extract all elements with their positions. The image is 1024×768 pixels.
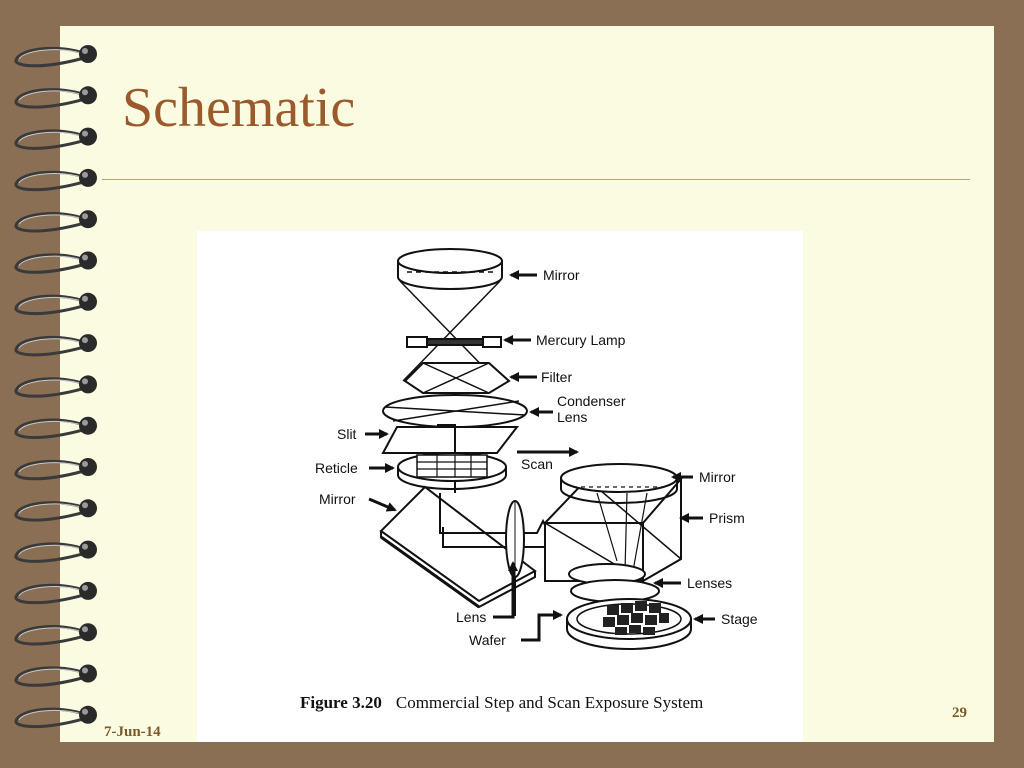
spiral-ring [14, 127, 97, 150]
step-and-scan-schematic: Mirror Mercury Lamp Filter Condenser Len… [315, 248, 758, 650]
slit-shape [381, 426, 520, 454]
label-filter: Filter [541, 369, 572, 385]
title-divider [102, 179, 970, 180]
spiral-binding [14, 45, 97, 729]
label-mercury-lamp: Mercury Lamp [536, 332, 626, 348]
label-slit: Slit [337, 426, 357, 442]
figure-panel: Mirror Mercury Lamp Filter Condenser Len… [197, 231, 803, 742]
spiral-ring [14, 251, 97, 274]
condenser-lens-shape [382, 394, 528, 428]
page-number: 29 [952, 705, 967, 721]
figure-caption-text: Commercial Step and Scan Exposure System [395, 693, 704, 712]
label-prism: Prism [709, 510, 745, 526]
spiral-ring [14, 375, 97, 398]
spiral-ring [14, 623, 97, 646]
label-scan: Scan [521, 456, 553, 472]
mercury-lamp-shape [406, 336, 502, 348]
fold-mirror-shape [379, 485, 537, 609]
slide-date: 7-Jun-14 [104, 724, 161, 740]
label-wafer: Wafer [469, 632, 506, 648]
right-mirror-shape [560, 463, 678, 504]
spiral-ring [14, 458, 97, 481]
spiral-ring [14, 581, 97, 605]
spiral-ring [14, 416, 97, 439]
spiral-ring [14, 499, 97, 522]
spiral-ring [14, 664, 97, 687]
label-mirror-left: Mirror [319, 491, 356, 507]
label-stage: Stage [721, 611, 758, 627]
spiral-ring [14, 292, 97, 316]
lenses-shape [568, 563, 660, 603]
filter-shape [403, 362, 511, 394]
label-condenser-line1: Condenser [557, 393, 626, 409]
figure-number: Figure 3.20 [300, 693, 382, 712]
spiral-ring [14, 705, 97, 729]
reticle-shape [397, 452, 507, 490]
spiral-ring [14, 168, 97, 192]
label-reticle: Reticle [315, 460, 358, 476]
label-lens: Lens [456, 609, 486, 625]
spiral-ring [14, 210, 97, 233]
top-mirror-shape [397, 248, 503, 290]
label-mirror-right: Mirror [699, 469, 736, 485]
spiral-ring [14, 45, 97, 68]
stage-shape [566, 598, 692, 650]
wafer-dies-shape [603, 601, 669, 635]
figure-caption: Figure 3.20 Commercial Step and Scan Expo… [300, 693, 703, 713]
spiral-ring [14, 540, 97, 563]
label-condenser-line2: Lens [557, 409, 587, 425]
label-lenses: Lenses [687, 575, 732, 591]
spiral-ring [14, 86, 97, 109]
label-mirror-top: Mirror [543, 267, 580, 283]
slide-title: Schematic [122, 77, 356, 139]
spiral-ring [14, 334, 97, 357]
